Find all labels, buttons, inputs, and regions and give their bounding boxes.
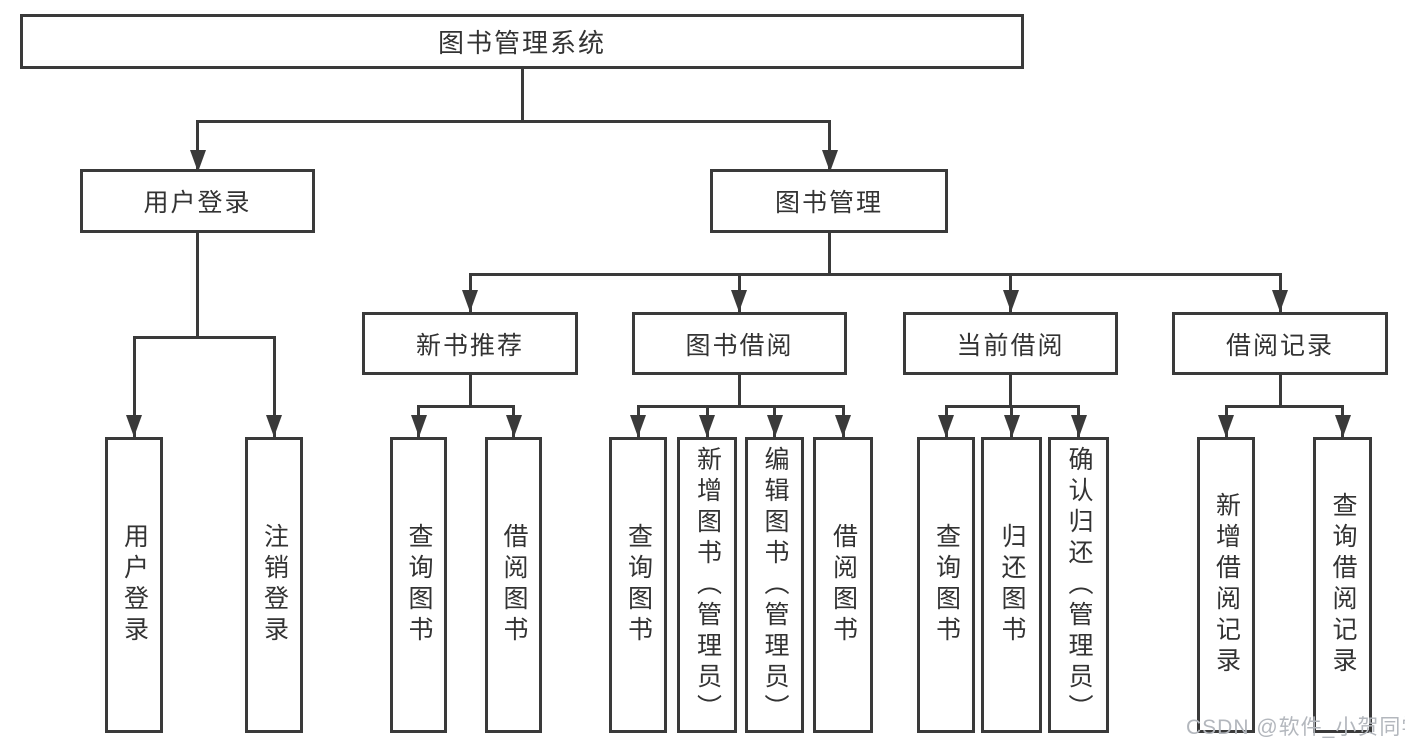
connector-bar [468, 273, 1282, 276]
arrow-down-icon [699, 415, 715, 437]
node-label: 查询图书 [932, 523, 961, 647]
node-label: 编辑图书（管理员） [761, 445, 789, 725]
arrow-down-icon [1218, 415, 1234, 437]
node-current-borrowing: 当前借阅 [903, 312, 1118, 375]
connector-stub [196, 233, 199, 339]
arrow-down-icon [630, 415, 646, 437]
node-label: 借阅图书 [500, 523, 528, 647]
arrow-down-icon [1272, 290, 1288, 312]
arrow-down-icon [766, 415, 783, 437]
connector-bar [417, 405, 515, 408]
node-new-book-recommendation: 新书推荐 [362, 312, 578, 375]
connector-stub [737, 375, 741, 408]
leaf-logout: 注销登录 [245, 437, 303, 733]
node-label: 图书管理系统 [437, 28, 606, 58]
leaf-borrow-books: 借阅图书 [485, 437, 542, 733]
connector-bar [132, 336, 276, 339]
connector-bar [636, 405, 845, 408]
arrow-down-icon [1334, 415, 1351, 437]
leaf-add-book-admin: 新增图书（管理员） [677, 437, 737, 733]
arrow-down-icon [835, 415, 851, 437]
connector-stub [468, 375, 472, 408]
leaf-confirm-return-admin: 确认归还（管理员） [1048, 437, 1109, 733]
arrow-down-icon [731, 290, 747, 312]
leaf-edit-book-admin: 编辑图书（管理员） [745, 437, 804, 733]
leaf-query-borrow-record: 查询借阅记录 [1313, 437, 1372, 733]
node-label: 查询借阅记录 [1329, 492, 1357, 678]
node-label: 查询图书 [624, 523, 653, 647]
node-label: 当前借阅 [956, 331, 1065, 360]
arrow-down-icon [126, 415, 142, 437]
node-label: 图书借阅 [685, 331, 794, 360]
node-book-borrowing: 图书借阅 [632, 312, 847, 375]
node-library-management-system: 图书管理系统 [20, 14, 1024, 69]
leaf-query-books: 查询图书 [917, 437, 975, 733]
leaf-query-books: 查询图书 [609, 437, 667, 733]
node-label: 新增图书（管理员） [693, 445, 722, 725]
arrow-down-icon [1070, 415, 1087, 437]
arrow-down-icon [938, 415, 954, 437]
node-label: 归还图书 [998, 523, 1026, 647]
node-label: 新书推荐 [415, 331, 524, 360]
node-label: 用户登录 [143, 189, 252, 217]
node-label: 借阅图书 [829, 523, 858, 647]
connector-drop [196, 120, 199, 172]
watermark: CSDN @软件_小贺同学 [1186, 716, 1405, 739]
leaf-user-login: 用户登录 [105, 437, 163, 733]
arrow-down-icon [189, 150, 206, 172]
connector-drop [132, 336, 136, 437]
arrow-down-icon [821, 150, 838, 172]
node-label: 注销登录 [260, 523, 289, 647]
node-book-management: 图书管理 [710, 169, 948, 233]
connector-stub [828, 233, 831, 276]
connector-stub [520, 68, 524, 123]
node-label: 用户登录 [120, 523, 149, 647]
connector-stub [1278, 375, 1282, 408]
connector-stub [1009, 375, 1012, 408]
connector-drop [828, 120, 831, 172]
node-user-login: 用户登录 [80, 169, 315, 233]
arrow-down-icon [410, 415, 427, 437]
connector-bar [196, 120, 831, 123]
arrow-down-icon [1002, 290, 1019, 312]
connector-drop [272, 336, 276, 437]
node-label: 图书管理 [774, 189, 883, 217]
node-label: 确认归还（管理员） [1065, 445, 1093, 725]
arrow-down-icon [266, 415, 282, 437]
node-label: 借阅记录 [1225, 331, 1334, 360]
leaf-return-book: 归还图书 [981, 437, 1042, 733]
node-label: 新增借阅记录 [1212, 492, 1241, 678]
leaf-query-books: 查询图书 [390, 437, 447, 733]
node-borrowing-records: 借阅记录 [1172, 312, 1388, 375]
arrow-down-icon [1003, 415, 1020, 437]
arrow-down-icon [462, 290, 478, 312]
arrow-down-icon [505, 415, 522, 437]
leaf-borrow-books: 借阅图书 [813, 437, 873, 733]
leaf-add-borrow-record: 新增借阅记录 [1197, 437, 1255, 733]
connector-bar [1224, 405, 1344, 408]
node-label: 查询图书 [405, 523, 433, 647]
